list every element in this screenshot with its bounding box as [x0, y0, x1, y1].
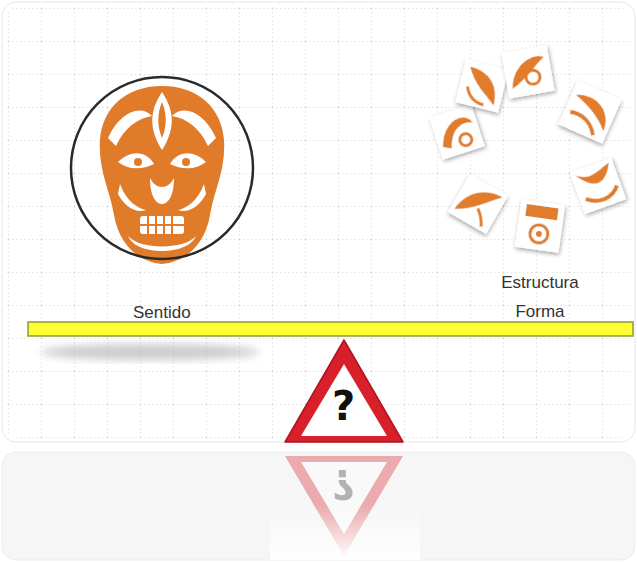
- bar-shadow: [40, 344, 260, 360]
- grid: [6, 6, 631, 438]
- mask-illustration: [100, 86, 224, 264]
- meaning-circle: Sentido: [62, 74, 262, 330]
- balance-bar: [28, 322, 633, 336]
- warning-triangle: ?: [283, 338, 405, 446]
- reflection-fade: [270, 505, 420, 560]
- reflection-panel: [2, 452, 635, 560]
- node-label: Sentido: [133, 298, 191, 327]
- circle-outline: [62, 74, 262, 330]
- pattern-tiles: [429, 45, 626, 252]
- question-mark: ?: [332, 384, 355, 428]
- structure-label: Estructura Forma: [485, 268, 595, 326]
- reflected-question-mark: ?: [332, 462, 355, 506]
- panel: [2, 2, 635, 442]
